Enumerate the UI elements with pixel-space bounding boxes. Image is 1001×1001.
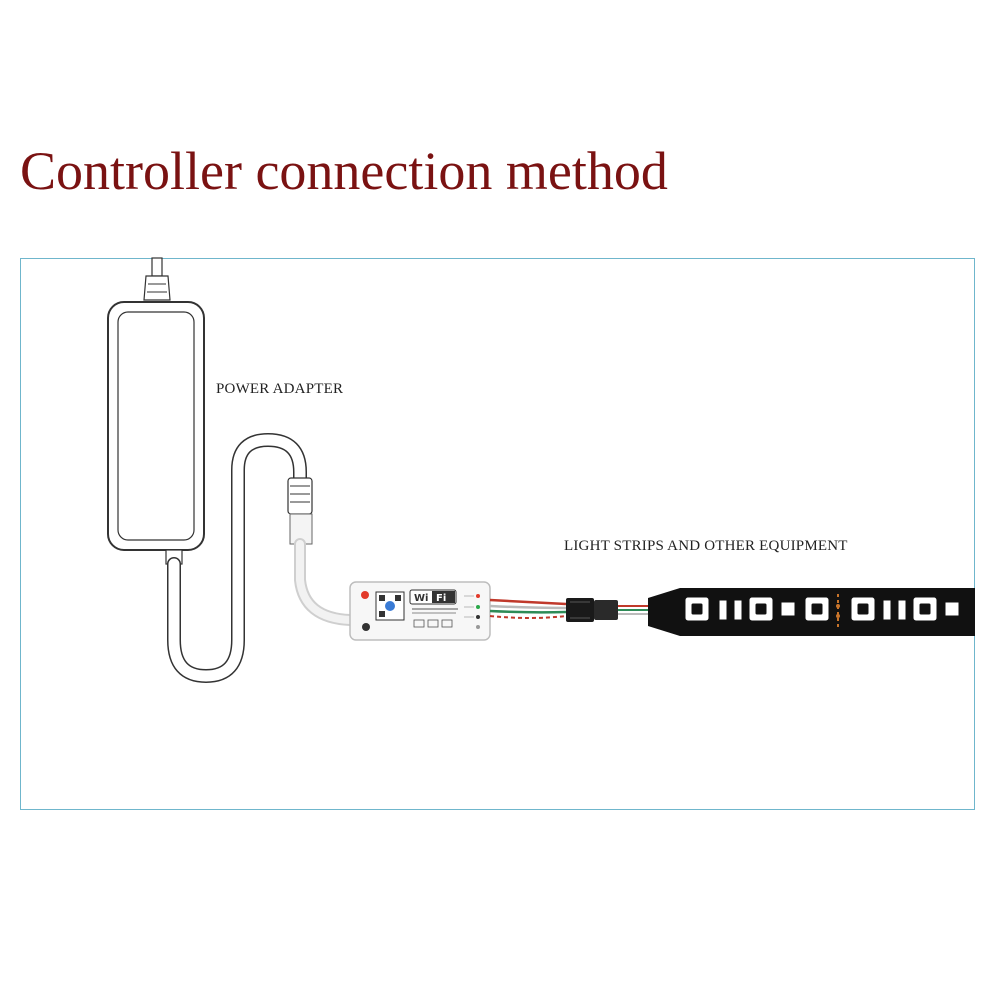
power-adapter-label: POWER ADAPTER [216,381,344,397]
led-strip [648,588,975,636]
power-led-icon [361,591,369,599]
wifi-logo-right: Fi [436,593,446,604]
diagram-frame [20,258,975,810]
page-title: Controller connection method [20,141,668,201]
dc-jack-connector [287,477,313,545]
light-strips-label: LIGHT STRIPS AND OTHER EQUIPMENT [564,538,848,554]
jst-connector [566,598,650,622]
button-icon [362,623,370,631]
wifi-controller: Wi Fi [349,581,491,641]
adapter-top-cable [143,257,171,301]
wifi-logo-left: Wi [414,593,428,604]
power-adapter [107,301,205,551]
output-wires [489,598,567,619]
controller-input-cable [294,538,356,626]
